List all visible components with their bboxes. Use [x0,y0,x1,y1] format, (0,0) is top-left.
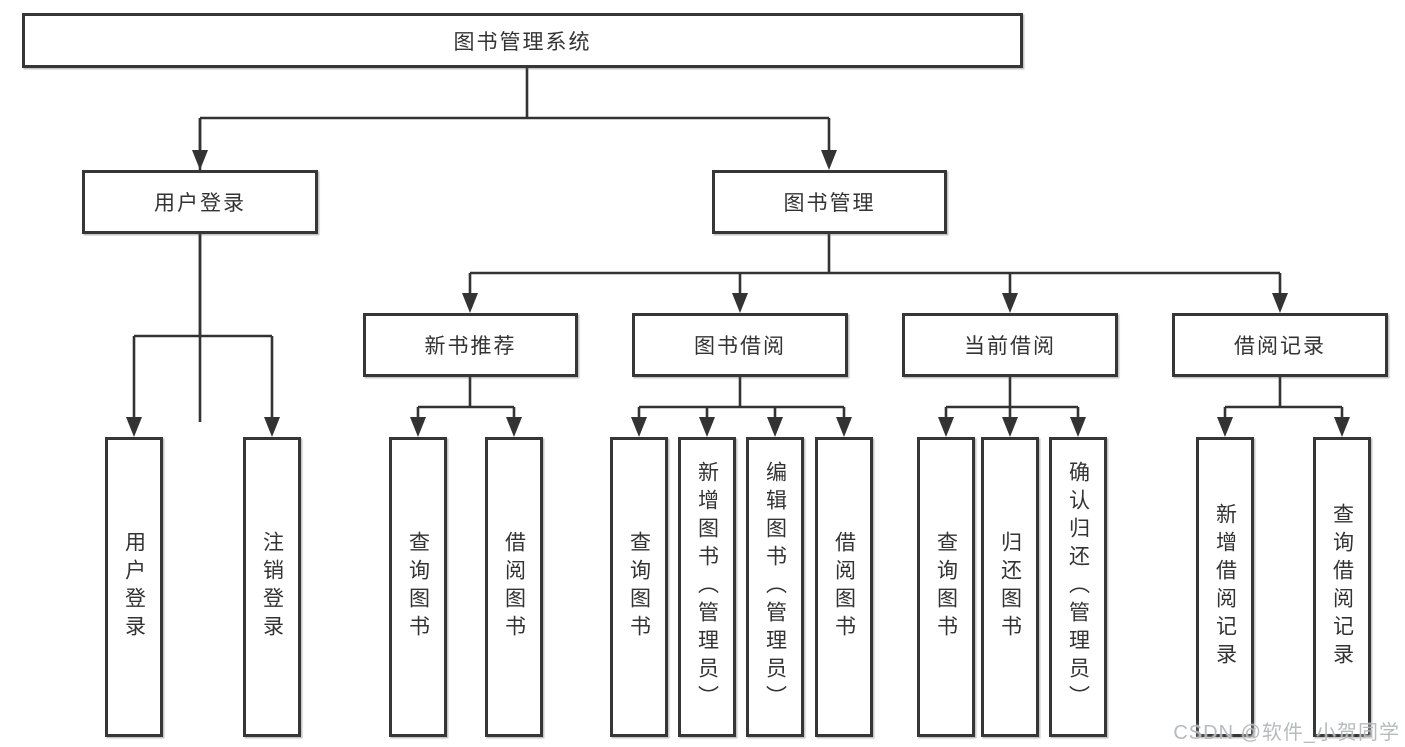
node-current-borrowing: 当前借阅 [902,313,1118,377]
leaf-user-login: 用户登录 [105,437,163,737]
leaf-add-borrow-record: 新增借阅记录 [1196,437,1254,737]
node-user-login: 用户登录 [82,170,318,234]
node-book-borrowing: 图书借阅 [632,313,848,377]
leaf-borrow-books-recommend: 借阅图书 [485,437,543,737]
leaf-query-books-borrowing: 查询图书 [610,437,668,737]
leaf-query-books-current: 查询图书 [917,437,975,737]
node-borrowing-records: 借阅记录 [1172,313,1388,377]
leaf-edit-book-admin: 编辑图书（管理员） [746,437,804,737]
leaf-query-books-recommend: 查询图书 [389,437,447,737]
node-library-management-system: 图书管理系统 [22,13,1023,68]
leaf-confirm-return-admin: 确认归还（管理员） [1049,437,1107,737]
leaf-borrow-books: 借阅图书 [815,437,873,737]
node-book-management: 图书管理 [712,170,947,234]
node-new-book-recommendation: 新书推荐 [363,313,578,377]
leaf-logout: 注销登录 [243,437,301,737]
leaf-return-books: 归还图书 [981,437,1039,737]
watermark: CSDN @软件_小贺同学 [1173,722,1400,744]
leaf-query-borrow-record: 查询借阅记录 [1313,437,1371,737]
leaf-add-book-admin: 新增图书（管理员） [678,437,736,737]
